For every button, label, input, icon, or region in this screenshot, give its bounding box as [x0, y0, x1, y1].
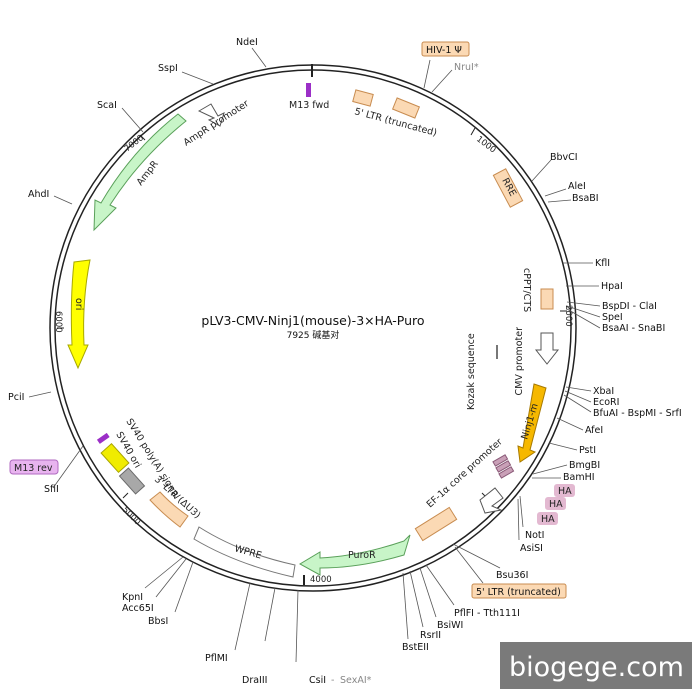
tick-label-4000: 4000: [310, 575, 332, 585]
ori-label: ori: [73, 298, 84, 310]
ltr5-piece-2: [391, 97, 421, 119]
ltr5-trunc-badge: [471, 583, 567, 599]
puror-feature: [298, 534, 411, 576]
ha-badge-2: [545, 497, 566, 510]
ha-badge-3-label: HA: [541, 514, 555, 525]
site-csii: CsiI: [309, 675, 326, 686]
site-bbsi: BbsI: [148, 616, 168, 627]
site-bbvci: BbvCI: [550, 152, 578, 163]
site-sexai-sep: -: [331, 675, 334, 686]
m13-rev-badge: [9, 459, 59, 475]
site-sfii: SfiI: [44, 484, 59, 495]
tick-1000: [470, 127, 476, 136]
sv40-ori-feature: [118, 467, 146, 495]
m13-fwd-label: M13 fwd: [289, 100, 329, 111]
site-acc65i: Acc65I: [122, 603, 154, 614]
site-asisi: AsiSI: [520, 543, 543, 554]
site-kpni: KpnI: [122, 592, 143, 603]
site-ltr5-trunc: 5' LTR (truncated): [476, 587, 561, 598]
site-ndei: NdeI: [236, 37, 258, 48]
ltr3-feature: [149, 491, 189, 528]
cmv-promoter-feature: [534, 332, 560, 365]
site-ecori: EcoRI: [593, 397, 619, 408]
kozak-label: Kozak sequence: [466, 333, 477, 410]
ha-badge-1-label: HA: [558, 486, 572, 497]
ha-tags: [492, 454, 515, 479]
site-noti: NotI: [525, 530, 544, 541]
site-xbai: XbaI: [593, 386, 614, 397]
tick-label-2000: 2000: [563, 305, 573, 327]
site-bsabi: BsaBI: [572, 193, 599, 204]
site-bsteii: BstEII: [402, 642, 429, 653]
wpre-feature: [193, 526, 296, 578]
site-bamhi: BamHI: [563, 472, 595, 483]
site-bfuai: BfuAI - BspMI - SrfI: [593, 408, 682, 419]
watermark-text: biogege.com: [509, 652, 684, 683]
ltr5-label: 5' LTR (truncated): [353, 106, 438, 139]
site-sexai: SexAI*: [340, 675, 372, 686]
plasmid-name: pLV3-CMV-Ninj1(mouse)-3×HA-Puro: [201, 313, 424, 328]
cmv-promoter-label: CMV promoter: [514, 327, 525, 396]
site-scai: ScaI: [97, 100, 117, 111]
site-hiv-psi: HIV-1 Ψ: [426, 45, 462, 56]
ninj1-feature: [517, 383, 547, 463]
m13-rev-label: M13 rev: [14, 463, 53, 474]
site-kfli: KflI: [595, 258, 610, 269]
watermark-bg: [500, 642, 692, 689]
tick-5000: [122, 492, 129, 499]
site-afei: AfeI: [585, 425, 603, 436]
site-bsiwi: BsiWI: [437, 620, 463, 631]
cppt-label: cPPT/CTS: [521, 268, 532, 312]
ampr-promoter-feature: [197, 103, 225, 127]
hiv-psi-badge: [421, 41, 470, 57]
site-bsu36i: Bsu36I: [496, 570, 528, 581]
site-bmgbi: BmgBI: [569, 460, 600, 471]
m13-fwd-primer: [306, 83, 311, 97]
cppt-feature: [540, 288, 554, 310]
site-pflfi-tth111i: PflFI - Tth111I: [454, 608, 520, 619]
site-alei: AleI: [568, 181, 586, 192]
site-spei: SpeI: [602, 312, 623, 323]
site-bspdi-clai: BspDI - ClaI: [602, 301, 657, 312]
site-ahdi: AhdI: [28, 189, 49, 200]
rre-feature: [492, 168, 524, 208]
ha-badge-2-label: HA: [549, 499, 563, 510]
site-nrui: NruI*: [454, 62, 479, 73]
ampr-promoter-label: AmpR promoter: [182, 98, 251, 148]
site-bsaai-snabi: BsaAI - SnaBI: [602, 323, 665, 334]
ampr-feature: [93, 113, 187, 232]
scale-ticks: [57, 64, 567, 585]
kozak-mark: [496, 345, 498, 359]
tick-label-6000: 6000: [53, 311, 63, 333]
tick-label-5000: 5000: [120, 505, 142, 527]
site-pcii: PciI: [8, 392, 24, 403]
ha-badge-1: [554, 484, 575, 497]
puror-label: PuroR: [348, 550, 376, 561]
ha-badge-3: [537, 512, 558, 525]
site-psti: PstI: [579, 445, 596, 456]
tick-7000: [139, 134, 146, 141]
ori-feature: [67, 259, 91, 370]
site-leaders: [28, 47, 601, 663]
site-pflmi: PflMI: [205, 653, 228, 664]
site-sspi: SspI: [158, 63, 178, 74]
site-draiii: DraIII: [242, 675, 267, 686]
site-rsrii: RsrII: [420, 630, 441, 641]
ef1a-promoter-feature: [479, 487, 504, 514]
m13-rev-primer: [96, 432, 110, 444]
plasmid-length: 7925 碱基对: [287, 329, 340, 341]
site-hpai: HpaI: [601, 281, 623, 292]
ltr5-second-feature: [414, 506, 458, 542]
ltr5-piece-1: [352, 89, 374, 107]
sv40-pa-feature: [100, 442, 130, 474]
